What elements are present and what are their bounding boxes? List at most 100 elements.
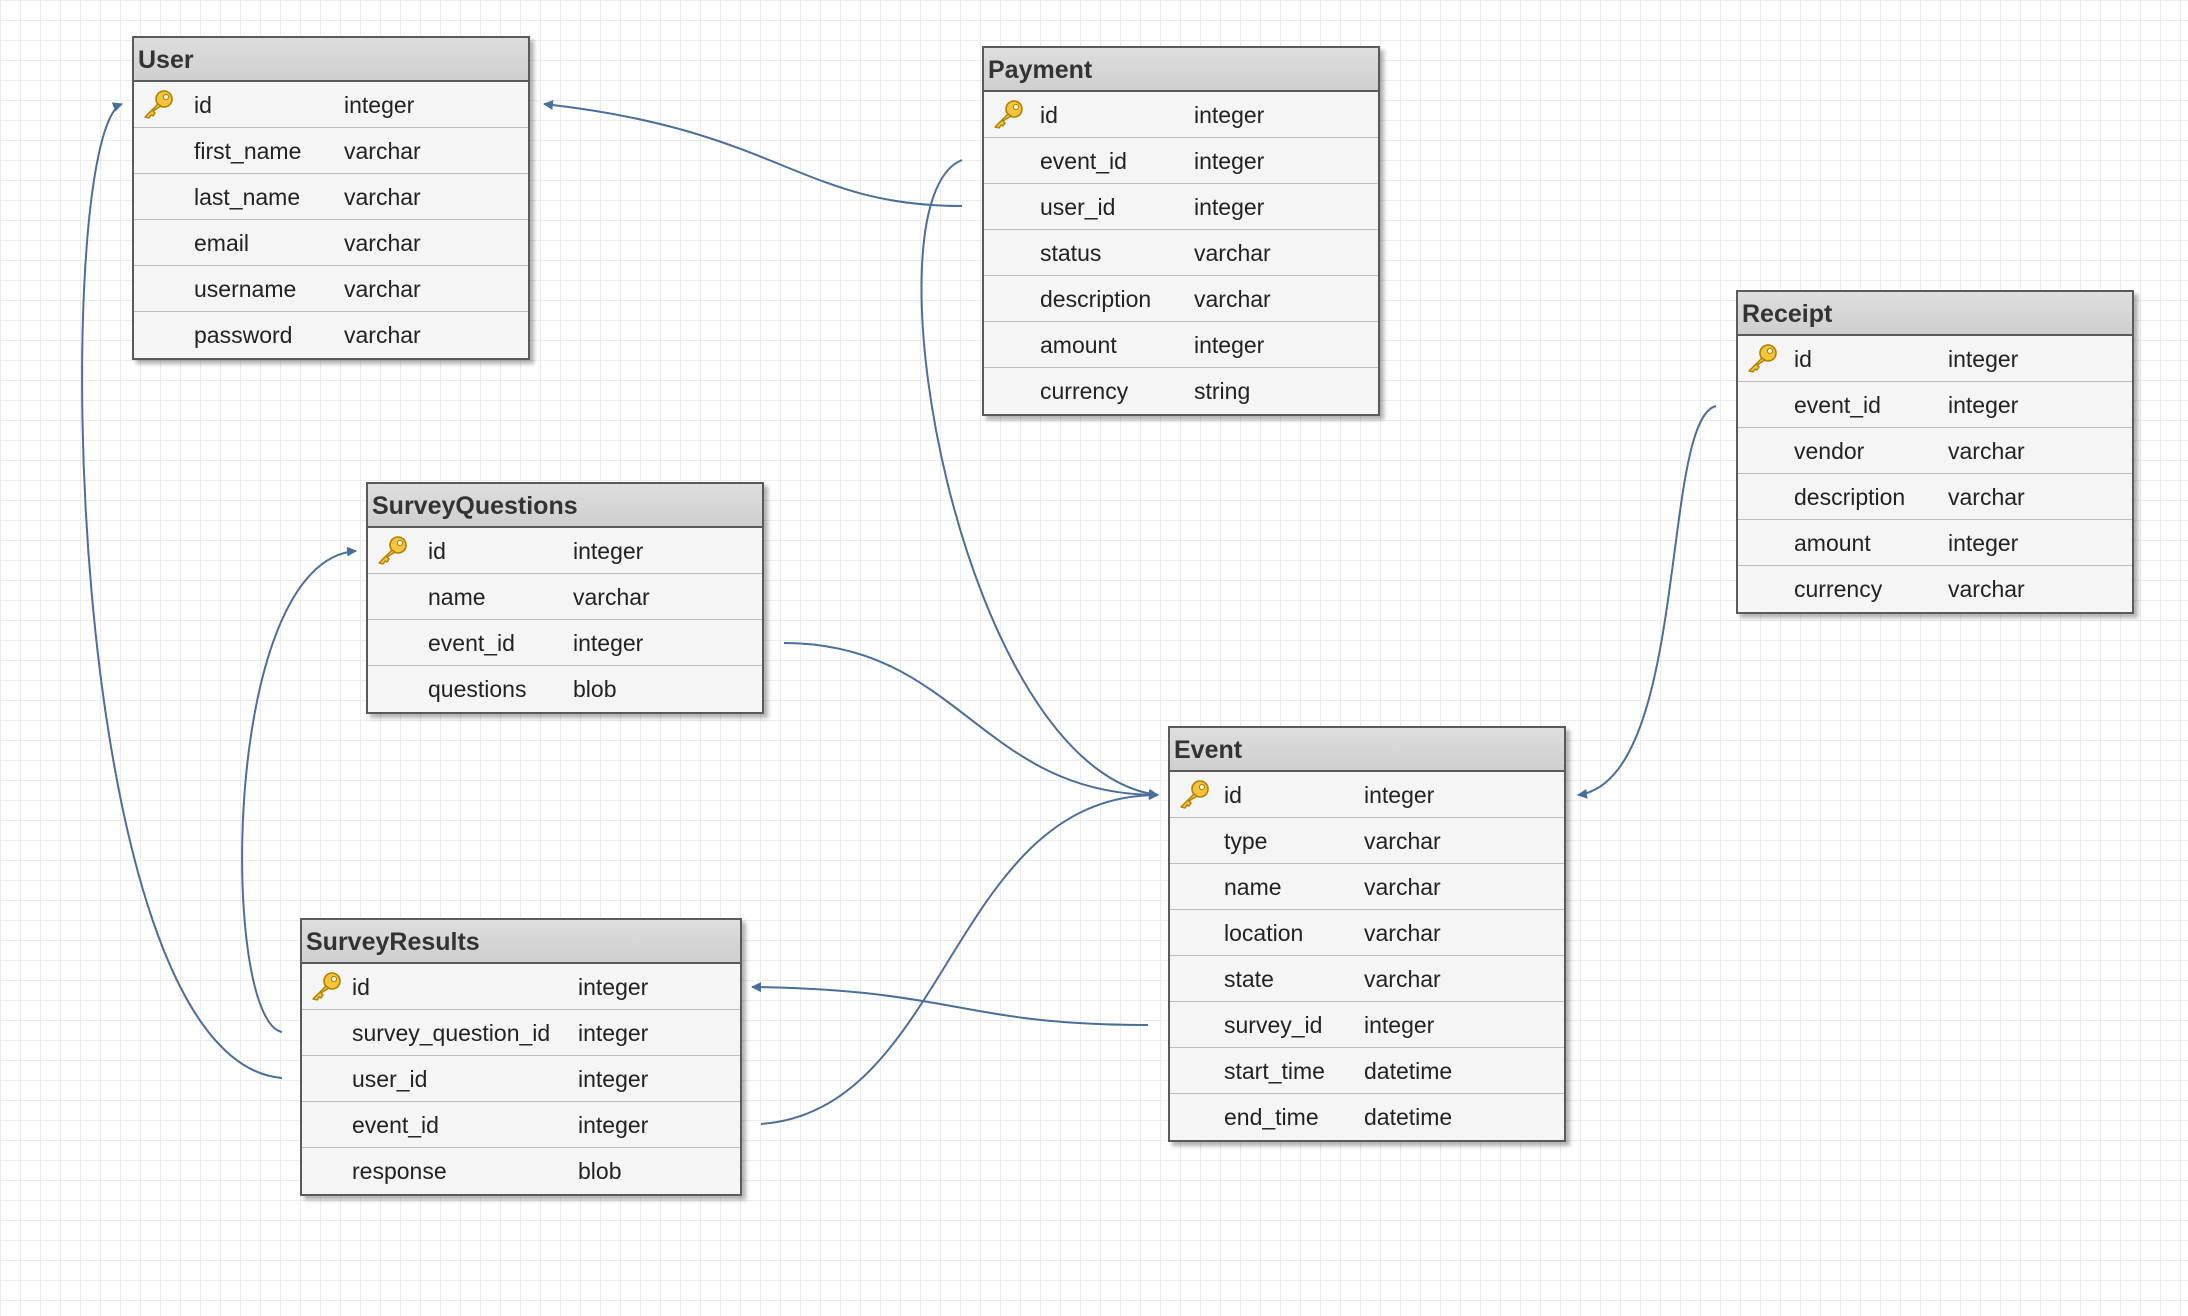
field-row[interactable]: id integer bbox=[302, 964, 740, 1010]
table-title: Payment bbox=[984, 48, 1378, 92]
field-type: integer bbox=[578, 974, 649, 1000]
relation-event-survey-id-to-surveyresults-id bbox=[751, 982, 1149, 1026]
primary-key-icon bbox=[1176, 779, 1212, 809]
field-type: varchar bbox=[1364, 874, 1441, 900]
relation-surveyquestions-event-id-to-event-id bbox=[783, 642, 1159, 800]
field-type: integer bbox=[1948, 530, 2019, 556]
field-name: event_id bbox=[352, 1112, 439, 1138]
table-title: Receipt bbox=[1738, 292, 2132, 336]
field-name: amount bbox=[1040, 332, 1117, 358]
field-type: varchar bbox=[1364, 920, 1441, 946]
field-name: amount bbox=[1794, 530, 1871, 556]
field-name: id bbox=[1040, 102, 1058, 128]
relation-surveyresults-event-id-to-event-id bbox=[760, 790, 1159, 1125]
field-type: varchar bbox=[1194, 286, 1271, 312]
field-row[interactable]: last_name varchar bbox=[134, 174, 528, 220]
field-name: user_id bbox=[352, 1066, 428, 1092]
field-row[interactable]: end_time datetime bbox=[1170, 1094, 1564, 1140]
field-type: datetime bbox=[1364, 1104, 1453, 1130]
field-name: description bbox=[1794, 484, 1906, 510]
field-name: id bbox=[1224, 782, 1242, 808]
field-row[interactable]: survey_id integer bbox=[1170, 1002, 1564, 1048]
field-type: varchar bbox=[1948, 438, 2025, 464]
field-name: first_name bbox=[194, 138, 302, 164]
field-type: integer bbox=[1364, 782, 1435, 808]
table-title: User bbox=[134, 38, 528, 82]
field-name: last_name bbox=[194, 184, 301, 210]
field-type: integer bbox=[1194, 194, 1265, 220]
field-name: id bbox=[1794, 346, 1812, 372]
field-row[interactable]: description varchar bbox=[984, 276, 1378, 322]
primary-key-icon bbox=[374, 535, 410, 565]
field-row[interactable]: event_id integer bbox=[302, 1102, 740, 1148]
field-type: varchar bbox=[1364, 966, 1441, 992]
relation-payment-user-id-to-user-id bbox=[543, 100, 963, 207]
field-name: survey_id bbox=[1224, 1012, 1323, 1038]
field-type: integer bbox=[1194, 148, 1265, 174]
field-row[interactable]: id integer bbox=[1170, 772, 1564, 818]
field-type: varchar bbox=[344, 230, 421, 256]
field-row[interactable]: name varchar bbox=[1170, 864, 1564, 910]
primary-key-icon bbox=[140, 89, 176, 119]
field-row[interactable]: first_name varchar bbox=[134, 128, 528, 174]
field-type: varchar bbox=[344, 184, 421, 210]
field-name: user_id bbox=[1040, 194, 1116, 220]
field-type: integer bbox=[1364, 1012, 1435, 1038]
field-type: integer bbox=[573, 630, 644, 656]
field-type: varchar bbox=[1364, 828, 1441, 854]
field-type: integer bbox=[578, 1112, 649, 1138]
field-name: event_id bbox=[1040, 148, 1127, 174]
table-title: Event bbox=[1170, 728, 1564, 772]
relation-payment-event-id-to-event-id bbox=[920, 159, 1159, 799]
field-type: datetime bbox=[1364, 1058, 1453, 1084]
field-type: varchar bbox=[344, 276, 421, 302]
field-name: name bbox=[1224, 874, 1282, 900]
field-row[interactable]: amount integer bbox=[1738, 520, 2132, 566]
field-name: state bbox=[1224, 966, 1274, 992]
field-name: response bbox=[352, 1158, 447, 1184]
field-row[interactable]: event_id integer bbox=[368, 620, 762, 666]
field-row[interactable]: user_id integer bbox=[984, 184, 1378, 230]
field-name: id bbox=[352, 974, 370, 1000]
field-name: description bbox=[1040, 286, 1152, 312]
table-title: SurveyResults bbox=[302, 920, 740, 964]
field-name: end_time bbox=[1224, 1104, 1319, 1130]
field-name: password bbox=[194, 322, 293, 348]
field-type: integer bbox=[578, 1020, 649, 1046]
field-row[interactable]: event_id integer bbox=[984, 138, 1378, 184]
field-type: varchar bbox=[344, 138, 421, 164]
field-row[interactable]: state varchar bbox=[1170, 956, 1564, 1002]
field-name: currency bbox=[1794, 576, 1883, 602]
primary-key-icon bbox=[990, 99, 1026, 129]
field-name: event_id bbox=[428, 630, 515, 656]
